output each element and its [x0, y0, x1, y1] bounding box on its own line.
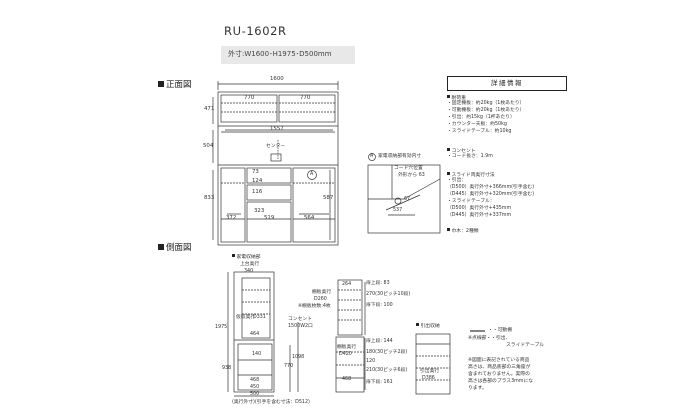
shelf-depth-label: 仮収奥行 [236, 315, 256, 320]
width-total: 1600 [270, 76, 284, 82]
upper-right-width: 770 [300, 95, 311, 101]
upper-height: 471 [204, 106, 215, 112]
spec-line: （D445）奥行外寸+320mm(引手含む) [447, 192, 535, 197]
dim-500: 500 [250, 392, 260, 397]
cord-hole-label: コード穴位置 [394, 166, 423, 171]
dim-468-2: 468 [342, 377, 352, 382]
mid-width: 519 [264, 215, 275, 221]
spec-header: 詳細情報 [447, 76, 567, 91]
cord-outer-label: 外形から 63 [398, 173, 425, 178]
side-view-heading: 側面図 [158, 244, 192, 253]
lower-bottom: 扉下段: 161 [366, 380, 393, 385]
dim-468: 468 [250, 378, 260, 383]
upper-depth-label: 上台奥行 [240, 262, 260, 267]
outlet-value: 1500W2口 [288, 324, 313, 329]
dim-264: 264 [342, 282, 352, 287]
detail-a-marker: A [370, 154, 374, 159]
shelf-count: ※棚板枚数:4枚 [298, 304, 331, 309]
spec-section-load: 耐荷重 [447, 95, 466, 102]
detail-dim-67: 67 [404, 197, 411, 202]
dim-120: 120 [366, 359, 376, 364]
side-outline-drawer [415, 333, 451, 395]
right-width: 564 [304, 215, 315, 221]
upper-left-width: 770 [244, 95, 255, 101]
lower-height: 833 [204, 195, 215, 201]
side-outline-appliance [233, 271, 275, 393]
front-outline [217, 91, 339, 246]
drawer-a-dim: 73 [252, 169, 259, 175]
legend-note: ※図面に表記されている商品 [468, 358, 530, 363]
drawer-c-dim: 116 [252, 189, 263, 195]
side-footnote: (奥行外寸)(引手を含む寸法：D512) [232, 400, 310, 405]
inner-width: 1557 [270, 126, 284, 132]
legend-slide: スライドテーブル [506, 343, 545, 348]
spec-line: （D445）奥行外寸+337mm [447, 213, 512, 218]
lower-shelf-label: 棚板奥行 [337, 345, 357, 350]
legend-movable: ・・可動棚 [488, 328, 512, 333]
top-gap: 扉上段: 83 [366, 281, 390, 286]
spec-line: ・引出： [447, 178, 467, 183]
lower-depth: 587 [323, 195, 334, 201]
spec-section-outlet: コンセント [447, 148, 476, 155]
dim-938: 938 [222, 366, 232, 371]
detail-dim-537: 537 [393, 208, 403, 213]
bottom-gap: 扉下段: 100 [366, 303, 393, 308]
mid-height: 504 [203, 143, 214, 149]
dimensions-text: 外寸:W1600･H1975･D500mm [228, 50, 332, 58]
legend-note: 高さは、商品底部の三角座が [468, 365, 531, 370]
spec-line: ・可動棚板：約20kg（1枚あたり） [447, 108, 525, 113]
dim-770: 770 [284, 364, 294, 369]
legend-note: ります。 [468, 386, 487, 391]
dimensions-bar [221, 46, 355, 64]
spec-line: ・コード長さ：1.9m [447, 154, 493, 159]
pitch-1: 270(30ピッチ10段) [366, 292, 411, 297]
drawer-storage-heading: 引出収納 [416, 323, 440, 330]
dim-450: 450 [250, 385, 260, 390]
height-total: 1975 [215, 325, 228, 330]
drawer-b-dim: 124 [252, 178, 263, 184]
lower-shelf-value: D420 [339, 352, 352, 357]
pitch-3: 210(30ピッチ6段) [366, 368, 408, 373]
spec-line: ・スライドテーブル：約10kg [447, 129, 512, 134]
spec-section-slide: スライド両奥行寸法 [447, 172, 495, 179]
spec-line: ・スライドテーブル： [447, 199, 495, 204]
legend-note: 含まれておりません。実際の [468, 372, 530, 377]
center-label: センター [266, 144, 286, 149]
drawer-depth-value: D386 [422, 376, 435, 381]
detail-a-label: 家電収納部有効内寸 [378, 154, 422, 159]
legend-note: 高さは各部のプラス3mmにな [468, 379, 534, 384]
upper-depth-value: 340 [244, 269, 254, 274]
spec-line: （D500）奥行外寸+435mm [447, 206, 512, 211]
spec-line: ・固定棚板：約20kg（1枚あたり） [447, 101, 525, 106]
spec-line: （D500）奥行外寸+366mm(引手含む) [447, 185, 535, 190]
shelf-depth-label-2: 棚板奥行 [312, 290, 332, 295]
spec-section-baseboard: 巾木：2種類 [447, 228, 479, 235]
front-view-heading: 正面図 [158, 81, 192, 90]
marker-a: A [310, 172, 314, 177]
spec-line: ・カウンター天板：約50kg [447, 122, 507, 127]
appliance-heading: 家電収納部 [232, 254, 261, 261]
dim-464: 464 [250, 332, 260, 337]
dim-1098: 1098 [292, 355, 305, 360]
shelf-depth-value-2: D260 [314, 297, 327, 302]
drawer-d-dim: 323 [254, 208, 265, 214]
lower-top: 扉上段: 144 [366, 339, 393, 344]
outlet-label: コンセント [288, 317, 312, 322]
shelf-depth-value: D331 [253, 315, 266, 320]
left-width: 372 [226, 215, 237, 221]
pitch-2: 180(30ピッチ2段) [366, 350, 408, 355]
dim-140: 140 [252, 352, 262, 357]
side-outline-shelf [337, 279, 363, 336]
spec-line: ・引出：約15kg（1杯あたり） [447, 115, 515, 120]
model-title: RU-1602R [224, 24, 287, 38]
drawer-depth-label: 引出奥行 [420, 369, 440, 374]
legend-dotted: ※点線部・・引出、 [468, 336, 511, 341]
